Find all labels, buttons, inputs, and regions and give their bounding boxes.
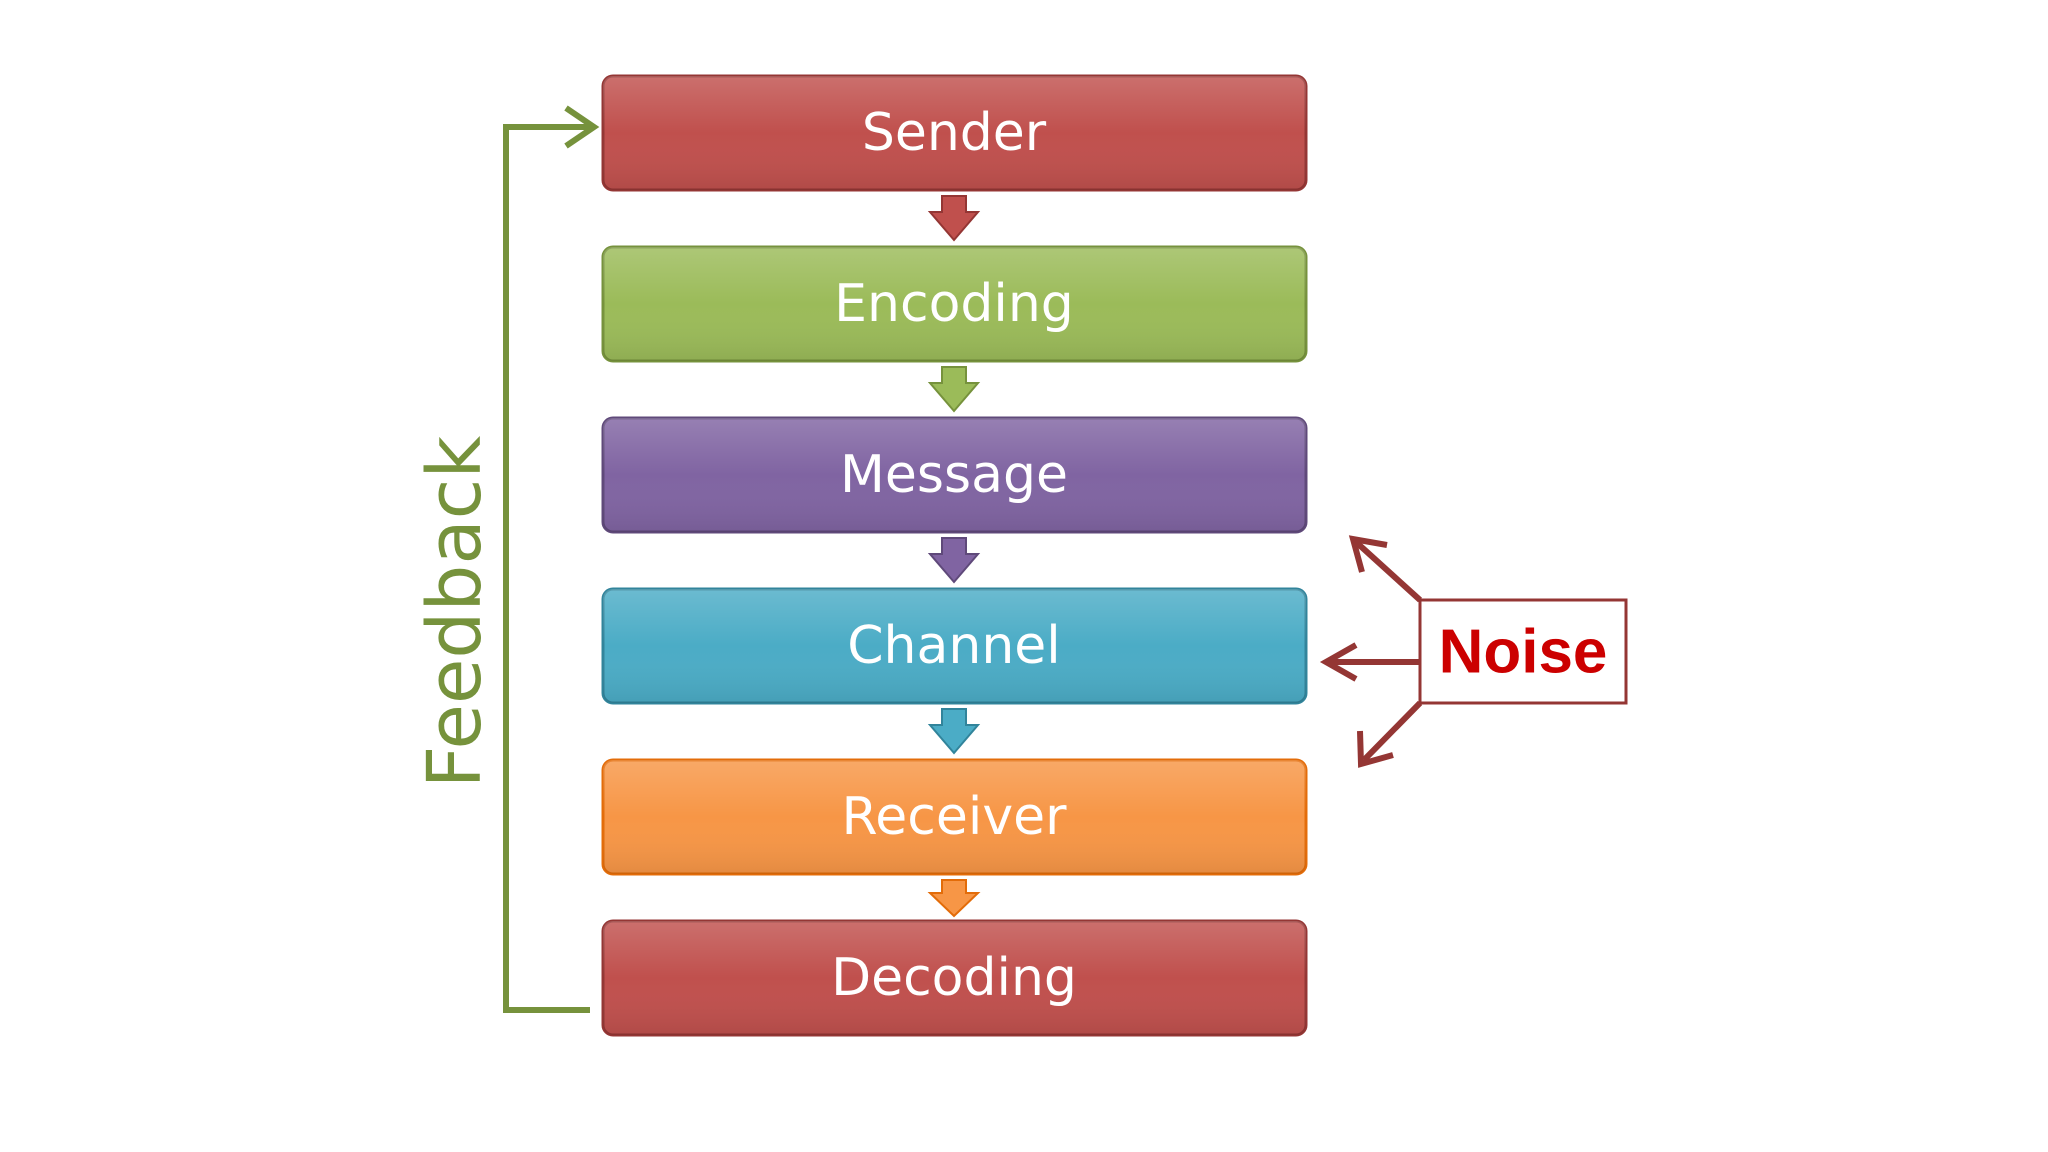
noise-group: Noise — [1319, 535, 1628, 768]
step-encoding-shine — [603, 247, 1306, 361]
noise-label: Noise — [1439, 618, 1608, 687]
feedback-line — [503, 124, 590, 1013]
noise-box — [1418, 598, 1628, 705]
noise-arrow-down-line — [1361, 700, 1423, 763]
noise-arrow-up-line — [1353, 539, 1423, 603]
step-sender: Sender — [601, 74, 1308, 192]
step-sender-label: Sender — [862, 103, 1047, 163]
step-message-label: Message — [840, 445, 1068, 505]
step-sender-shine — [603, 76, 1306, 190]
down-arrow-icon — [927, 366, 981, 413]
step-encoding: Encoding — [601, 245, 1308, 363]
step-receiver-shine — [603, 760, 1306, 874]
down-arrow-icon — [927, 537, 981, 584]
step-channel-label: Channel — [847, 616, 1060, 676]
step-message: Message — [601, 416, 1308, 534]
step-receiver-label: Receiver — [842, 787, 1068, 847]
step-encoding-label: Encoding — [834, 274, 1074, 334]
noise-arrow-up-icon — [1348, 535, 1388, 573]
step-receiver: Receiver — [601, 758, 1308, 876]
step-channel: Channel — [601, 587, 1308, 705]
noise-arrow-down-icon — [1357, 730, 1394, 768]
step-message-shine — [603, 418, 1306, 532]
down-arrow-icon — [927, 708, 981, 755]
step-decoding-label: Decoding — [831, 948, 1077, 1008]
step-decoding: Decoding — [601, 919, 1308, 1037]
down-arrow-icon — [927, 195, 981, 242]
down-arrow-icon — [927, 879, 981, 918]
noise-arrow-left-icon — [1319, 642, 1358, 682]
step-decoding-shine — [603, 921, 1306, 1035]
feedback-arrowhead-icon — [564, 105, 600, 149]
step-channel-shine — [603, 589, 1306, 703]
feedback-loop: Feedback — [412, 105, 600, 1013]
feedback-label: Feedback — [412, 436, 498, 789]
